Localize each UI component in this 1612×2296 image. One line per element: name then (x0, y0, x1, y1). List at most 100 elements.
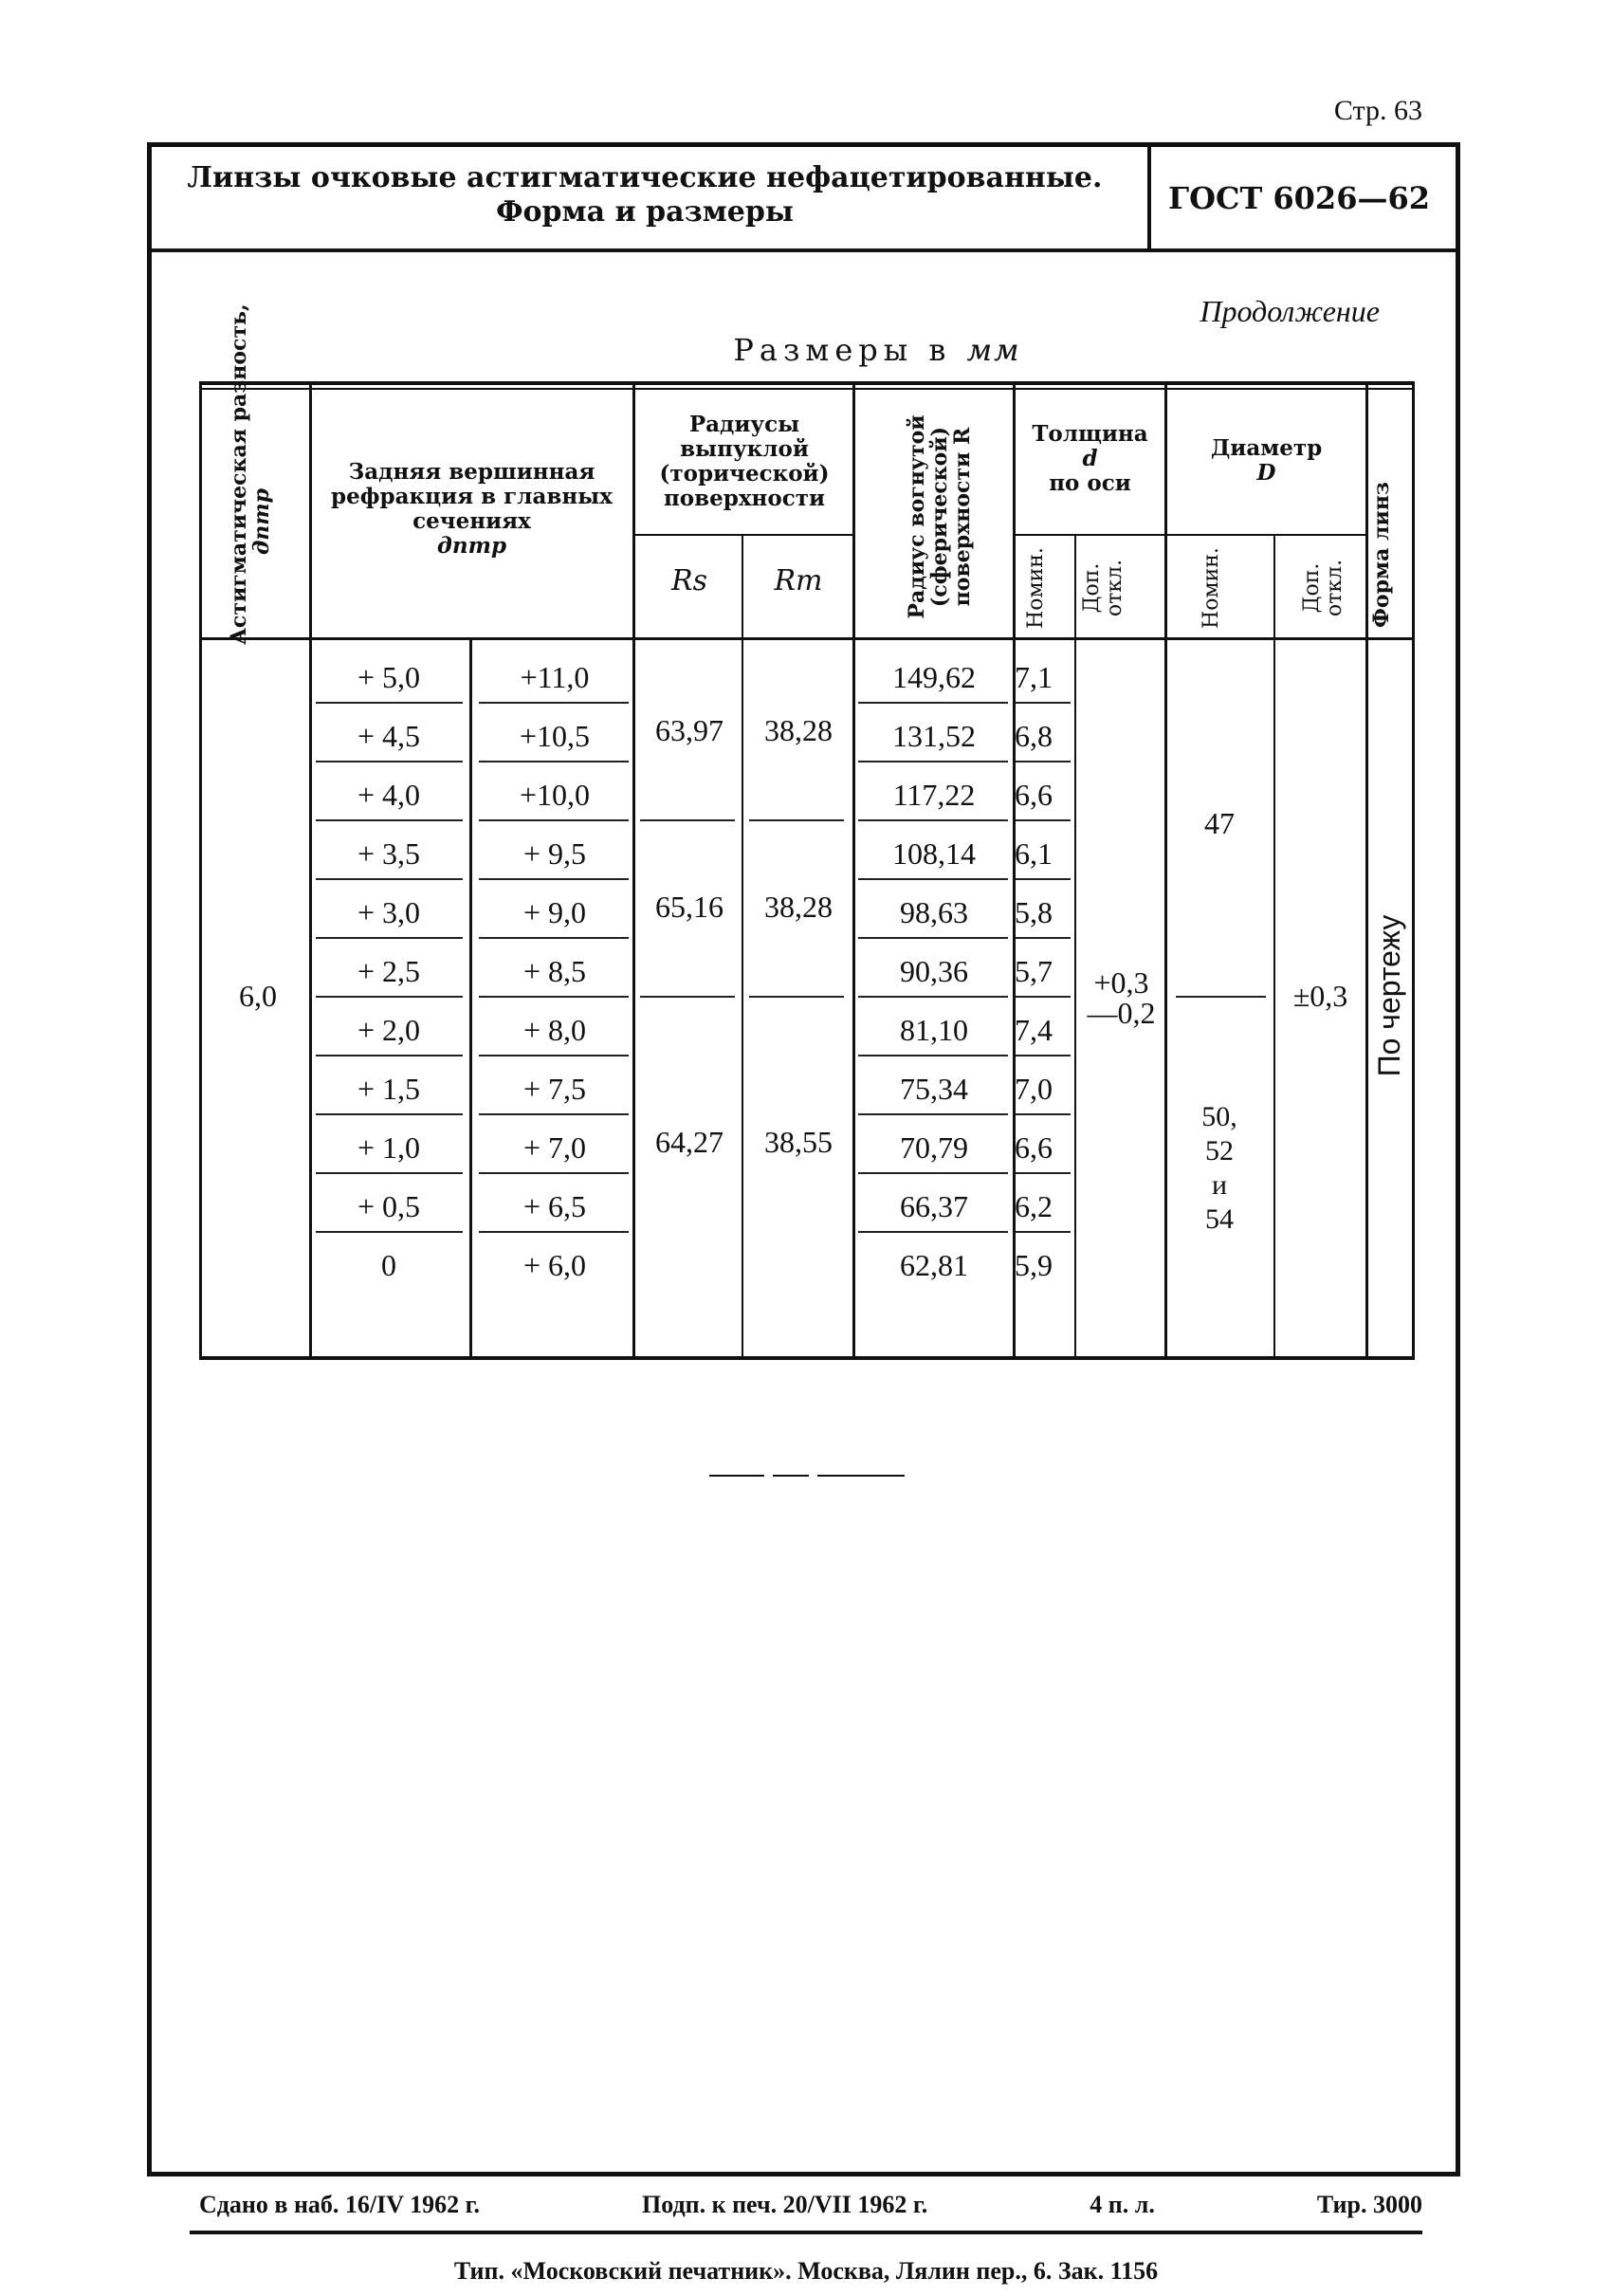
col-rule-10 (1365, 383, 1368, 1358)
refraction-2: + 9,5 (522, 836, 587, 871)
row-rule (316, 761, 463, 762)
frame-top-rule (147, 142, 1460, 147)
refraction-2: + 8,0 (522, 1013, 587, 1047)
concave-radius: 98,63 (900, 895, 968, 929)
end-dash-3 (817, 1475, 905, 1477)
frame-right-rule (1456, 142, 1460, 2177)
units-caption: Размеры в мм (664, 332, 1090, 368)
thickness-nominal: 7,4 (1015, 1013, 1053, 1047)
title-line-1: Линзы очковые астигматические нефацетиро… (187, 161, 1103, 194)
concave-radius: 81,10 (900, 1013, 968, 1047)
header-diameter: Диаметр D (1167, 436, 1365, 486)
astig-unit: дптр (249, 488, 274, 555)
row-rule (479, 878, 629, 880)
header-astigmatism: Астигматическая разность, дптр (227, 303, 284, 645)
thickness-nominal: 6,2 (1015, 1189, 1053, 1223)
radius-rs-group-3: 64,27 (655, 1125, 724, 1159)
row-rule (316, 1055, 463, 1056)
thickness-label: Толщина (1032, 421, 1148, 447)
standard-number: ГОСТ 6026—62 (1168, 180, 1430, 216)
diameter-group-1: 47 (1204, 806, 1235, 840)
col-rule-7 (1074, 536, 1076, 1358)
row-rule (479, 1113, 629, 1115)
refraction-2: + 7,0 (522, 1130, 587, 1165)
thickness-nominal: 6,6 (1015, 778, 1053, 812)
units-unit: мм (966, 332, 1021, 368)
diameter-group-rule (1176, 996, 1266, 998)
lens-shape-value: По чертежу (1372, 914, 1406, 1077)
col-rule-8 (1164, 383, 1167, 1358)
refraction-1: + 5,0 (357, 660, 421, 694)
diameter-sub-rule (1164, 534, 1365, 536)
refraction-2: + 9,0 (522, 895, 587, 929)
row-rule (316, 819, 463, 821)
row-rule (316, 937, 463, 939)
concave-radius: 90,36 (900, 954, 968, 988)
col-rule-right (1412, 383, 1415, 1358)
units-label: Размеры в (733, 332, 952, 368)
thickness-tolerance-lower: —0,2 (1087, 996, 1156, 1030)
thickness-nominal: 7,0 (1015, 1072, 1053, 1106)
printer-line: Тип. «Московский печатник». Москва, Ляли… (453, 2257, 1159, 2285)
row-rule (316, 878, 463, 880)
col-rule-1 (309, 383, 312, 1358)
concave-radius: 117,22 (892, 778, 976, 812)
row-rule (1016, 1231, 1071, 1233)
row-rule (858, 1231, 1008, 1233)
table-top-rule-inner (199, 388, 1415, 390)
header-lens-shape: Форма линз (1369, 482, 1394, 628)
header-thickness-nominal: Номин. (1024, 547, 1048, 629)
rs-label: Rs (671, 564, 707, 597)
header-rs: Rs (637, 567, 742, 596)
row-rule (316, 1231, 463, 1233)
thickness-nominal: 5,7 (1015, 954, 1053, 988)
refraction-1: + 4,0 (357, 778, 421, 812)
header-thickness-tolerance: Доп. откл. (1080, 559, 1127, 617)
row-rule (316, 1172, 463, 1174)
radii-group-rule (640, 996, 735, 998)
refraction-2: + 6,0 (522, 1248, 587, 1282)
row-rule (858, 996, 1008, 998)
refraction-2: +10,5 (519, 719, 591, 753)
radii-group-rule (749, 819, 844, 821)
table-header-rule (199, 637, 1415, 640)
row-rule (858, 1113, 1008, 1115)
end-dash-2 (773, 1475, 809, 1477)
header-refraction-text: Задняя вершинная рефракция в главных сеч… (331, 459, 613, 534)
row-rule (858, 1055, 1008, 1056)
col-rule-5 (852, 383, 855, 1358)
row-rule (1016, 1172, 1071, 1174)
diameter-conjunction: и (1211, 1169, 1228, 1201)
header-diameter-tolerance: Доп. откл. (1300, 559, 1346, 617)
refraction-1: + 2,5 (357, 954, 421, 988)
refraction-2: + 8,5 (522, 954, 587, 988)
refraction-1: + 3,5 (357, 836, 421, 871)
thickness-d-text: d (1082, 446, 1098, 471)
diameter-value-52: 52 (1205, 1135, 1234, 1166)
header-rm: Rm (745, 567, 852, 596)
refraction-1: 0 (381, 1248, 396, 1282)
header-radii: Радиусы выпуклой (торической) поверхност… (659, 412, 830, 511)
radii-group-rule (749, 996, 844, 998)
thickness-tolerance-upper: +0,3 (1093, 965, 1149, 1000)
thickness-nominal: 6,8 (1015, 719, 1053, 753)
diameter-tolerance: ±0,3 (1292, 979, 1348, 1013)
row-rule (479, 761, 629, 762)
row-rule (1016, 819, 1071, 821)
concave-radius: 66,37 (900, 1189, 968, 1223)
diameter-value-54: 54 (1205, 1203, 1234, 1235)
refraction-2: + 7,5 (522, 1072, 587, 1106)
col-rule-3 (632, 383, 635, 1358)
header-astigmatism-unit: дптр (249, 398, 274, 645)
row-rule (479, 819, 629, 821)
imprint-line: Сдано в наб. 16/IV 1962 г. Подп. к печ. … (199, 2191, 1422, 2219)
concave-radius: 75,34 (900, 1072, 968, 1106)
refraction-unit: дптр (436, 533, 507, 559)
header-refraction: Задняя вершинная рефракция в главных сеч… (318, 460, 626, 559)
row-rule (479, 937, 629, 939)
refraction-2: +11,0 (520, 660, 590, 694)
diameter-value-50: 50, (1201, 1101, 1237, 1132)
frame-left-rule (147, 142, 152, 2177)
header-divider (1147, 147, 1151, 251)
diameter-d: D (1167, 461, 1365, 486)
